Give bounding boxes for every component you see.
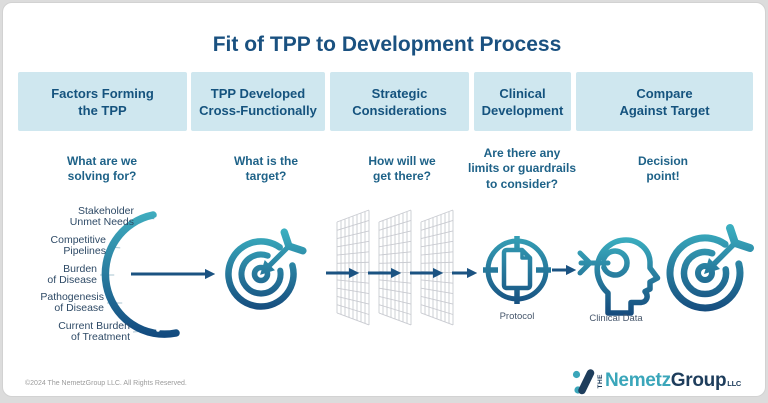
document-icon: [501, 247, 533, 291]
protocol-label: Protocol: [500, 311, 535, 322]
target-dart-icon: [228, 232, 302, 306]
clinical-data-label: Clinical Data: [589, 313, 643, 324]
slide-card: Fit of TPP to Development Process Factor…: [2, 2, 766, 397]
column-header-tpp-developed: TPP Developed Cross-Functionally: [191, 72, 325, 131]
funnel-dot: [154, 217, 158, 221]
column-header-factors: Factors Forming the TPP: [18, 72, 187, 131]
question-line: to consider?: [485, 176, 558, 191]
funnel-dot: [122, 301, 126, 305]
column-question-clinical: Are there any limits or guardrails to co…: [452, 142, 592, 196]
protocol-crosshair-document-icon: [483, 236, 551, 304]
funnel-arc-icon: [100, 211, 180, 338]
column-header-clinical: Clinical Development: [474, 72, 571, 131]
logo-the: THE: [597, 373, 604, 389]
arrow-into-head-icon: [577, 250, 611, 276]
header-line: Considerations: [352, 102, 447, 118]
column-question-factors: What are we solving for?: [42, 142, 162, 196]
question-line: Decision: [637, 153, 688, 168]
column-question-compare: Decision point!: [603, 142, 723, 196]
head-target-arrow-icon: [577, 237, 661, 316]
page-title: Fit of TPP to Development Process: [212, 33, 562, 56]
factor-label: of Treatment: [71, 331, 130, 343]
column-header-strategic: Strategic Considerations: [330, 72, 469, 131]
question-line: What is the: [233, 153, 298, 168]
factor-label: Competitive: [51, 234, 107, 246]
question-line: get there?: [372, 169, 431, 183]
funnel-dot: [120, 246, 124, 250]
header-line: Cross-Functionally: [199, 102, 317, 118]
logo-name-group: Group: [670, 370, 727, 391]
process-flow-graphic: Stakeholder Unmet Needs Competitive Pipe…: [40, 205, 768, 343]
header-line: Development: [481, 102, 564, 118]
logo-llc: LLC: [727, 379, 741, 388]
header-line: Factors Forming: [51, 85, 154, 101]
header-line: Against Target: [619, 102, 710, 118]
header-line: the TPP: [78, 102, 127, 118]
column-header-compare: Compare Against Target: [576, 72, 753, 131]
question-line: solving for?: [67, 169, 137, 183]
funnel-dot: [114, 273, 118, 277]
column-question-strategic: How will we get there?: [342, 142, 462, 196]
factor-label: Pathogenesis: [40, 291, 104, 303]
logo-name-nemetz: Nemetz: [605, 370, 671, 391]
factor-label: Current Burden: [58, 320, 130, 332]
copyright-text: ©2024 The NemetzGroup LLC. All Rights Re…: [25, 380, 187, 387]
question-line: Are there any: [483, 145, 561, 160]
logo-mark-icon: [572, 369, 595, 395]
funnel-factor-labels: Stakeholder Unmet Needs Competitive Pipe…: [40, 205, 134, 343]
strategy-grids-icon: [336, 209, 454, 326]
question-line: point!: [646, 169, 680, 183]
header-line: Clinical: [499, 85, 546, 101]
question-line: limits or guardrails: [467, 161, 577, 176]
factor-label: of Disease: [47, 274, 97, 286]
target-dart-icon: [670, 228, 750, 308]
factor-label: Burden: [63, 263, 97, 275]
question-line: What are we: [66, 153, 138, 168]
funnel-dot: [156, 328, 160, 332]
target-circle: [601, 248, 630, 278]
question-line: How will we: [368, 153, 436, 168]
factor-label: Unmet Needs: [70, 216, 134, 228]
factor-label: Pipelines: [63, 245, 106, 257]
header-line: TPP Developed: [210, 85, 306, 101]
factor-label: Stakeholder: [78, 205, 135, 217]
header-line: Compare: [636, 85, 693, 101]
header-line: Strategic: [371, 85, 428, 101]
factor-label: of Disease: [54, 302, 104, 314]
question-line: target?: [245, 169, 287, 183]
column-question-tpp-developed: What is the target?: [206, 142, 326, 196]
